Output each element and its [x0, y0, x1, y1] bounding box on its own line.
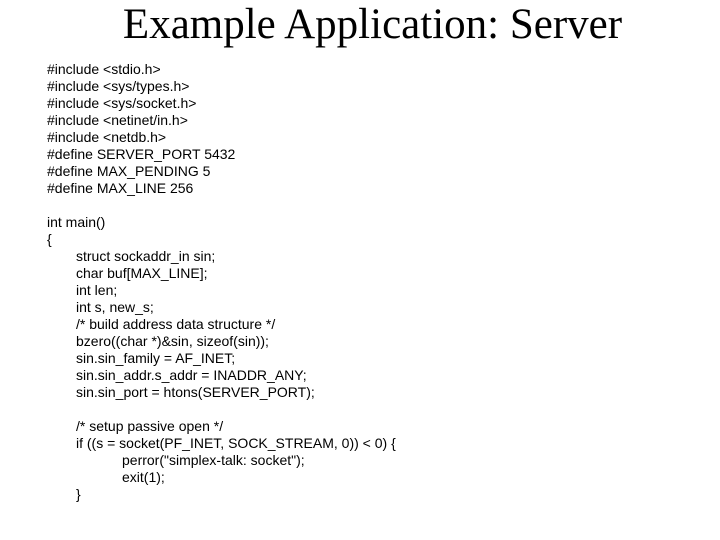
code-line: exit(1); [122, 469, 165, 485]
code-line: sin.sin_family = AF_INET; [76, 350, 236, 366]
code-line: #include <netinet/in.h> [47, 112, 188, 128]
code-line: } [76, 486, 81, 502]
page-title: Example Application: Server [122, 1, 623, 48]
code-line: #define MAX_PENDING 5 [47, 163, 211, 179]
code-line: #include <sys/types.h> [47, 78, 190, 94]
code-line: int main() [47, 214, 106, 230]
code-line: sin.sin_port = htons(SERVER_PORT); [76, 384, 315, 400]
code-line: #include <stdio.h> [47, 61, 161, 77]
code-line: #define MAX_LINE 256 [47, 180, 194, 196]
code-line: perror("simplex-talk: socket"); [122, 452, 305, 468]
code-block: #include <stdio.h>#include <sys/types.h>… [47, 61, 707, 503]
code-line: #include <netdb.h> [47, 129, 167, 145]
code-line [47, 401, 707, 418]
code-line: #include <sys/socket.h> [47, 95, 197, 111]
code-line: char buf[MAX_LINE]; [76, 265, 208, 281]
code-line: /* setup passive open */ [76, 418, 224, 434]
code-line: /* build address data structure */ [76, 316, 276, 332]
code-line [47, 197, 707, 214]
code-line: bzero((char *)&sin, sizeof(sin)); [76, 333, 269, 349]
code-line: #define SERVER_PORT 5432 [47, 146, 236, 162]
code-line: int s, new_s; [76, 299, 154, 315]
code-line: struct sockaddr_in sin; [76, 248, 216, 264]
code-line: { [47, 231, 52, 247]
code-line: int len; [76, 282, 118, 298]
code-line: if ((s = socket(PF_INET, SOCK_STREAM, 0)… [76, 435, 396, 451]
code-line: sin.sin_addr.s_addr = INADDR_ANY; [76, 367, 307, 383]
